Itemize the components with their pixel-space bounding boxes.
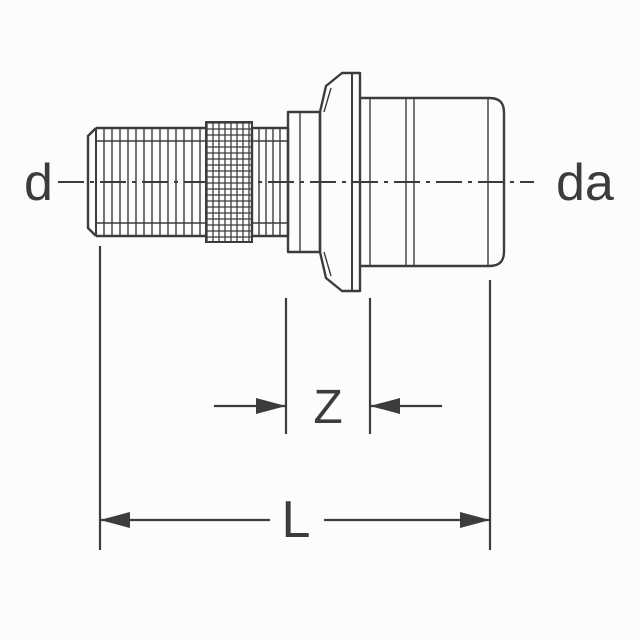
- dim-z-arrow-left: [256, 398, 286, 414]
- press-fitting-end: [86, 126, 206, 238]
- plain-pipe-end: [360, 96, 506, 268]
- dim-z-arrow-right: [370, 398, 400, 414]
- dim-l-arrow-left: [100, 512, 130, 528]
- dimension-l: L: [98, 246, 492, 550]
- dimension-label-z: Z: [313, 381, 342, 434]
- diameter-label-d: d: [24, 154, 53, 212]
- diameter-label-da: da: [556, 154, 614, 212]
- bell-flange: [318, 71, 362, 293]
- press-indicator-sleeve: [205, 121, 253, 243]
- barb-ribs: [96, 128, 206, 236]
- dimension-z: Z: [214, 298, 442, 434]
- dimension-label-l: L: [282, 491, 311, 549]
- dim-l-arrow-right: [460, 512, 490, 528]
